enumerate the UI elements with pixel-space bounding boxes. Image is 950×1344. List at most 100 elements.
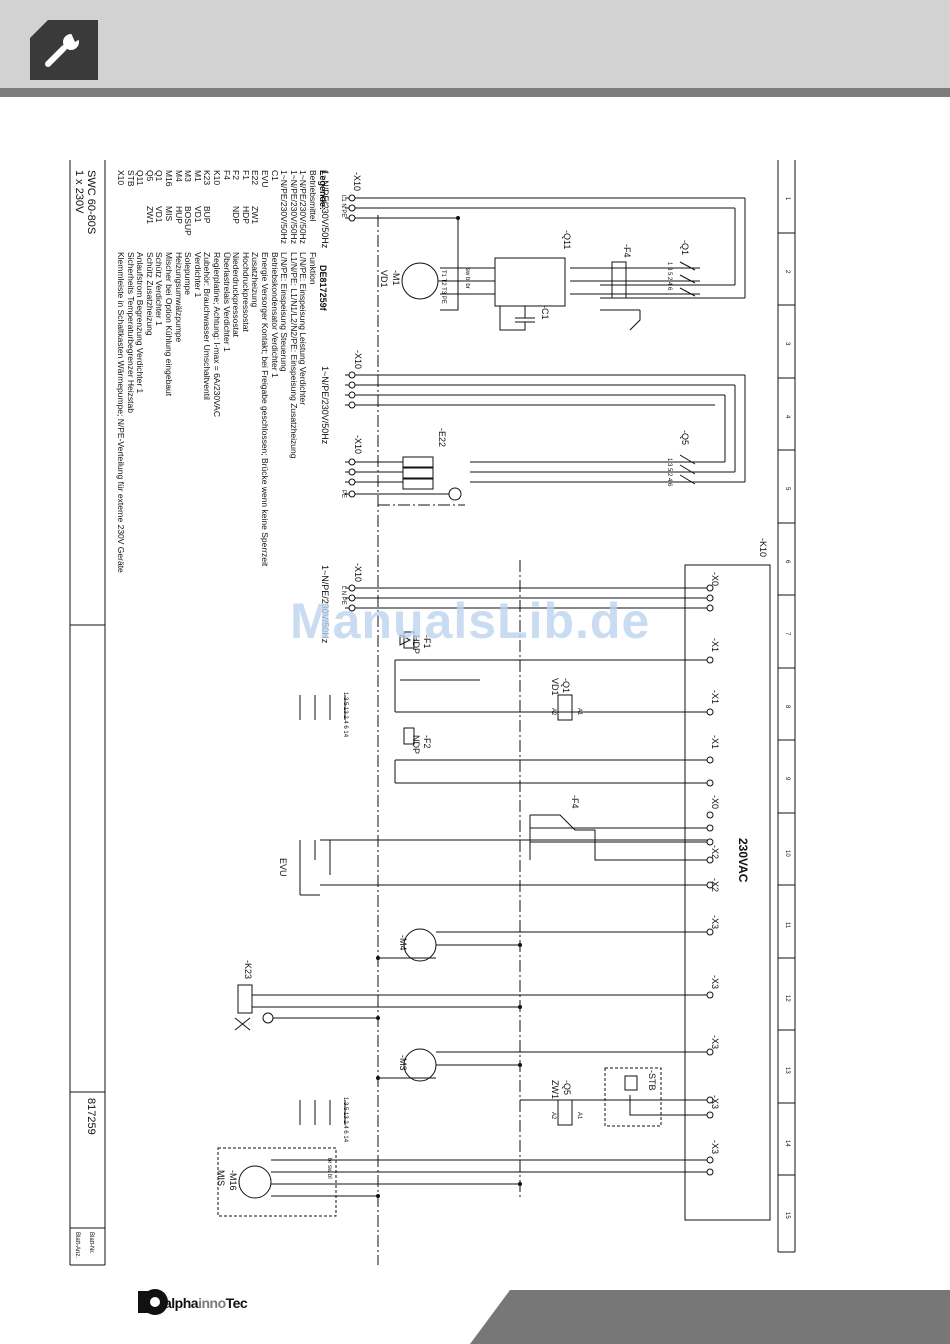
footer-band [470, 1290, 950, 1344]
wrench-icon [45, 33, 80, 67]
column-number: 14 [784, 1139, 790, 1147]
terminal-label-x1-c: -X1 [710, 735, 720, 750]
legend-row: C1Betriebskondensator Verdichter 1 [269, 170, 280, 573]
brand-part-3: Tec [225, 1295, 248, 1311]
legend-cell: L/N/PE: Einspeisung Leistung Verdichter [298, 252, 309, 406]
legend-row: Q5ZW1Schütz Zusatzheizung [144, 170, 155, 573]
model-name: SWC 60-80S [85, 170, 97, 235]
legend-row: 1~N/PE/230V/50HzL1/N/PE: L1/N1/L2/N2/PE:… [288, 170, 299, 573]
legend-title: Legende: [318, 170, 328, 211]
legend-cell: MIS [164, 206, 175, 222]
label-m3: -M3 [398, 1055, 408, 1071]
label-a2: A2 [550, 708, 556, 716]
terminal-label-x0: -X0 [710, 572, 720, 587]
legend-cell: Q5 [144, 170, 155, 182]
title-block: SWC 60-80S 1 x 230V [73, 170, 97, 234]
legend-cell: Anlaufstrom Begrenzung Verdichter 1 [135, 252, 146, 394]
terminal-label-x10-b: -X10 [353, 350, 363, 370]
label-a1: A1 [576, 708, 582, 716]
terminal-label-x10-c: -X10 [353, 435, 363, 455]
legend-cell: Reglerplatine; Achtung: I-max = 6A/230VA… [212, 252, 223, 417]
legend-code: DE817259f [318, 265, 328, 311]
label-q1-top: -Q1 [680, 240, 690, 256]
legend-cell: Energie Versorger Kontakt; bei Freigabe … [260, 252, 271, 567]
soft-starter-q11 [494, 257, 566, 307]
legend-cell: C1 [269, 170, 280, 181]
wire-colors-m1: sw bl br [464, 268, 470, 289]
column-number: 5 [784, 487, 790, 491]
pressure-switch-f1 [403, 631, 415, 649]
label-k10: -K10 [758, 538, 768, 558]
stb-box [604, 1067, 662, 1127]
legend-cell: Mischer bei Option Kühlung eingebaut [164, 252, 175, 397]
legend-cell: M4 [173, 170, 184, 182]
column-number: 7 [784, 632, 790, 636]
legend-col-header: Betriebsmittel [308, 170, 318, 222]
contact-numbers-q1: 1 3 5 2 4 6 [666, 262, 672, 291]
terminal-label-x0-b: -X0 [710, 795, 720, 810]
motor-m1 [401, 262, 439, 300]
legend-row: Q11Anlaufstrom Begrenzung Verdichter 1 [135, 170, 145, 573]
terminal-label-x2-b: -X2 [710, 878, 720, 893]
legend-row: K23BUPZubehör: Brauchwasser Umschaltvent… [202, 170, 212, 573]
legend-row: M1VD1Verdichter 1 [192, 170, 203, 573]
watermark: ManualsLib.de [290, 593, 651, 649]
heater-element [402, 456, 434, 468]
pressure-switch-f2 [403, 727, 415, 745]
label-e22: -E22 [437, 428, 447, 448]
label-stb: -STB [647, 1070, 657, 1091]
label-f4-mid: -F4 [570, 795, 580, 809]
column-number: 6 [784, 559, 790, 563]
brand-part-1: alpha [164, 1295, 199, 1311]
legend-cell: L/N/PE: Einspeisung Steuerung [279, 252, 290, 372]
mixer-box [217, 1147, 337, 1217]
legend-cell: BOSUP [183, 206, 194, 236]
terminal-label-x10: -X10 [352, 172, 362, 192]
label-zw1: ZW1 [550, 1080, 560, 1099]
legend-row: Q1VD1Schütz Verdichter 1 [154, 170, 165, 573]
label-a1-b: A1 [576, 1112, 582, 1120]
contactor-coil-q5 [557, 1099, 573, 1126]
controller-board-k10 [684, 564, 771, 1221]
label-k23: -K23 [243, 960, 253, 980]
legend-cell: EVU [260, 170, 271, 188]
legend-cell: Hochdruckpressostat [240, 252, 251, 332]
label-m4: -M4 [398, 935, 408, 951]
label-q1-mid: -Q1 [561, 678, 571, 694]
legend-rows: 1~N/PE/230V/50HzL/N/PE: Einspeisung Leis… [116, 170, 308, 573]
column-number: 8 [784, 704, 790, 708]
aux-contact-numbers: 1 3 5 13 2 4 6 14 [342, 692, 348, 738]
terminal-label-x10-d: -X10 [353, 563, 363, 583]
pump-m3 [403, 1048, 437, 1082]
legend-cell: M3 [183, 170, 194, 182]
sheet-count-label: Blatt-Anz. [74, 1232, 80, 1259]
legend-row: E22ZW1Zusatzheizung [250, 170, 260, 573]
legend-cell: Niederdruckpressostat [231, 252, 242, 338]
aux-contact-numbers-b: 1 3 5 13 2 4 6 14 [342, 1097, 348, 1143]
legend-cell: M1 [192, 170, 203, 182]
label-vd1-motor: VD1 [379, 270, 389, 288]
motor-terminals-m1: T1 T2 T3 PE [440, 270, 446, 304]
legend-cell: 1~N/PE/230V/50Hz [298, 170, 309, 244]
brand-logo: alphainnoTec [138, 1285, 248, 1325]
column-number: 11 [784, 922, 790, 929]
supply-type: 1 x 230V [73, 170, 85, 214]
terminal-label-x3-c: -X3 [710, 1035, 720, 1050]
label-q5-top: -Q5 [680, 430, 690, 446]
legend-header-row: BetriebsmittelFunktion [307, 170, 318, 573]
terminal-label-x3-d: -X3 [710, 1095, 720, 1110]
legend-cell: E22 [250, 170, 261, 186]
ground-symbol [448, 487, 462, 501]
terminal-label-x1-b: -X1 [710, 690, 720, 705]
legend-row: K10Reglerplatine; Achtung: I-max = 6A/23… [211, 170, 223, 573]
legend-cell: 1~N/PE/230V/50Hz [288, 170, 299, 244]
legend-row: EVU Energie Versorger Kontakt; bei Freiga… [259, 170, 271, 573]
column-number: 13 [784, 1067, 790, 1074]
terminal-label-l1n-pe: L1 N PE [340, 195, 346, 218]
label-vd1-coil: VD1 [550, 678, 560, 696]
drawing-number: 817259 [85, 1098, 97, 1135]
legend-cell: Heizungsumwälzpumpe [173, 252, 184, 343]
label-q5-mid: -Q5 [562, 1080, 572, 1096]
legend-cell: ZW1 [144, 206, 155, 224]
label-mis: MIS [216, 1170, 226, 1187]
